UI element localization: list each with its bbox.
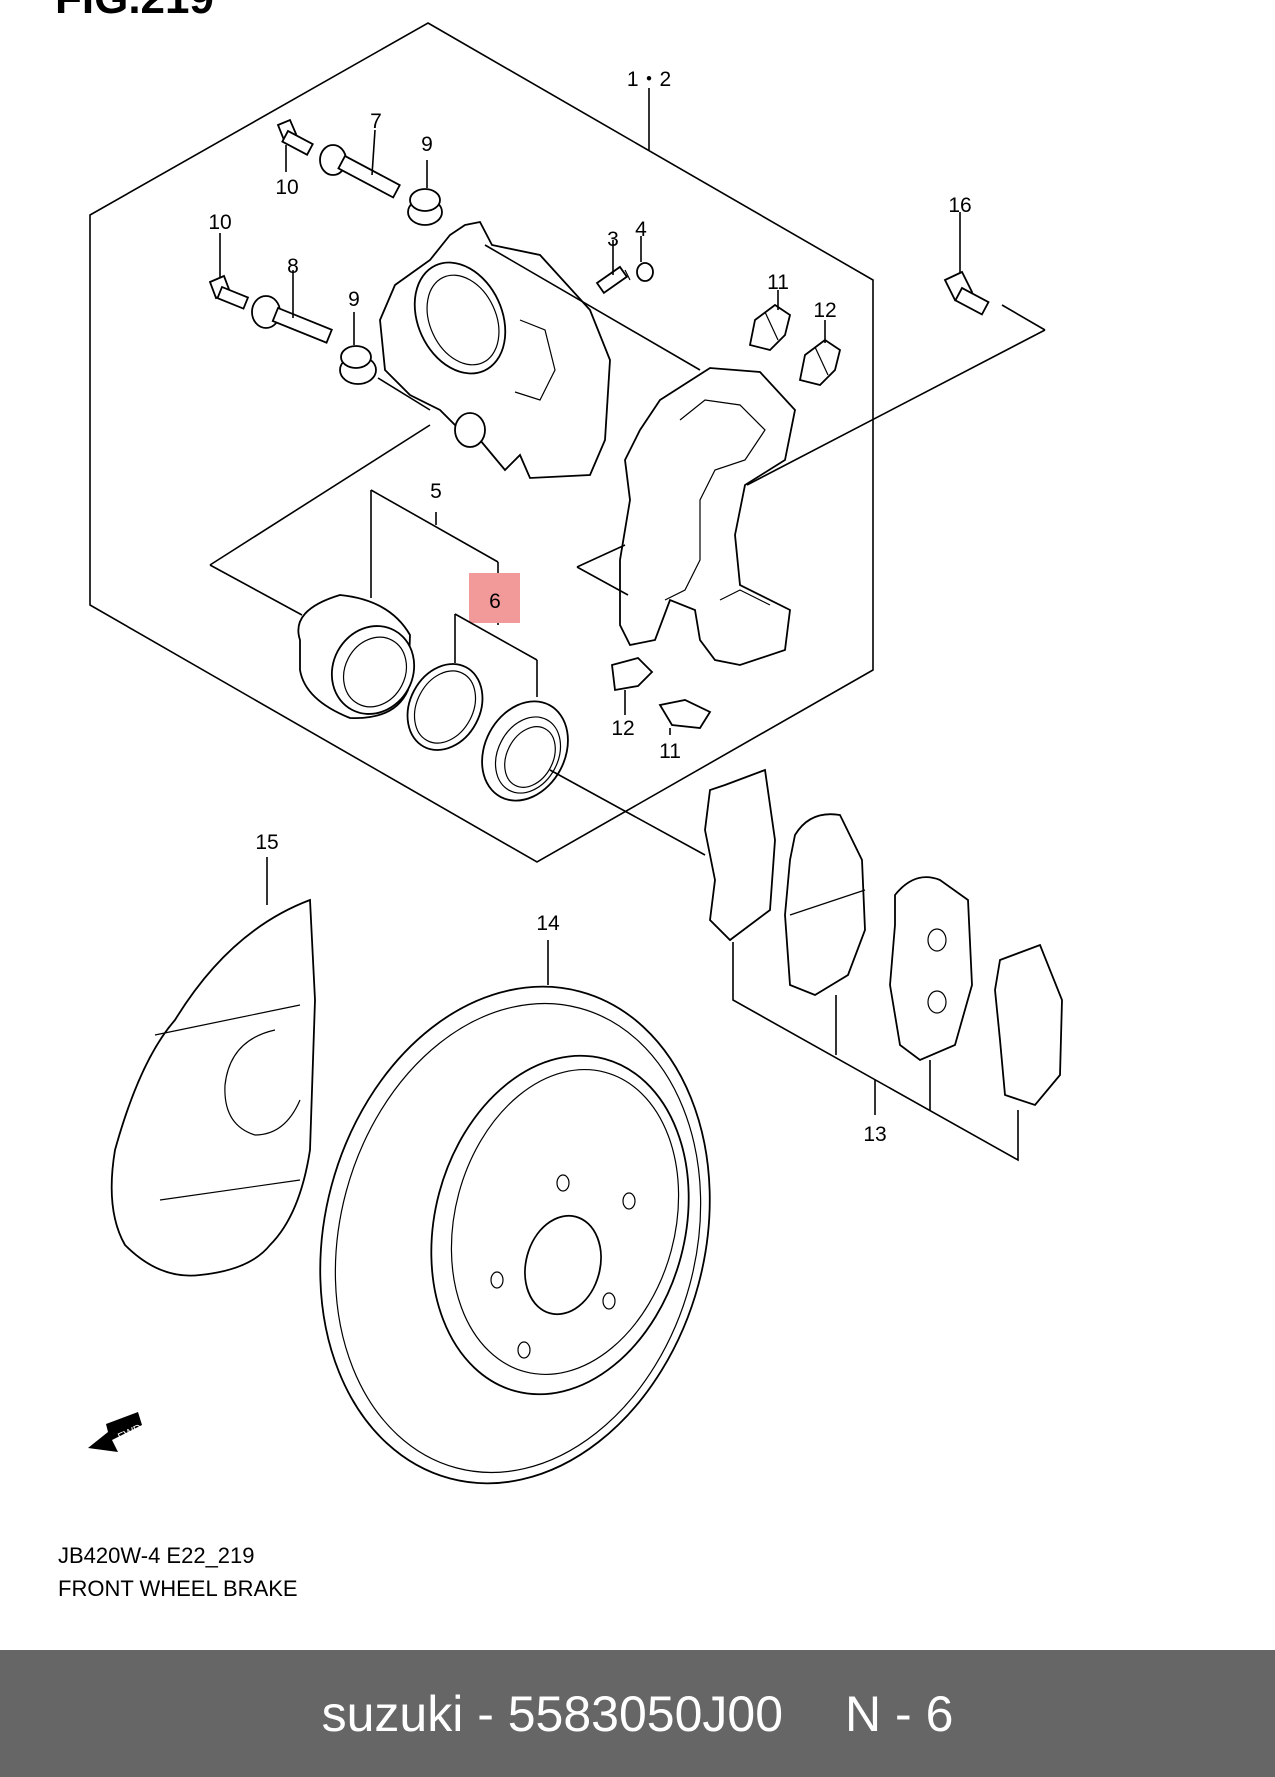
footer-bar: suzuki - 5583050J00 N - 6 [0,1650,1275,1777]
callout-8: 8 [287,255,299,278]
highlight-box-6 [469,573,520,623]
callout-16: 16 [948,194,971,217]
callout-9-lower: 9 [348,288,360,311]
callout-9-upper: 9 [421,133,433,156]
bolt-16[interactable] [943,270,990,316]
callout-11-upper: 11 [767,271,789,294]
callout-7: 7 [370,110,382,133]
pad-clip-12-upper[interactable] [798,338,842,386]
pad-shim-inner[interactable] [994,943,1063,1107]
caliper-bracket[interactable] [619,367,796,666]
callout-3: 3 [607,228,619,251]
diagram-code: JB420W-4 E22_219 [58,1543,255,1568]
footer-reference: N - 6 [845,1685,954,1742]
piston-seal-6[interactable] [393,651,497,763]
callout-5: 5 [430,480,442,503]
bleeder-screw-3[interactable] [595,265,631,295]
callout-10-upper: 10 [275,176,298,199]
bolt-7[interactable] [319,144,401,199]
callout-12-lower: 12 [611,717,634,740]
callout-14: 14 [536,912,560,935]
callout-15: 15 [255,831,278,854]
callout-1-2: 1・2 [627,68,671,91]
callout-4: 4 [635,218,647,241]
dust-shield-15[interactable] [110,898,316,1277]
callout-10-lower: 10 [208,211,231,234]
footer-part-number: suzuki - 5583050J00 [321,1685,784,1742]
exploded-parts-diagram: FWD 1・2 3 4 5 6 7 8 9 9 10 10 11 11 12 1… [88,22,1063,1527]
pad-clip-11-lower[interactable] [658,699,712,729]
assembly-boundary [89,22,874,863]
bolt-10-upper[interactable] [276,118,314,156]
piston-boot[interactable] [465,686,584,815]
pad-clip-12-lower[interactable] [611,656,654,692]
bushing-9-lower[interactable] [339,345,377,385]
callout-12-upper: 12 [813,299,836,322]
pad-clip-11-upper[interactable] [748,303,792,351]
brake-disc-14[interactable] [266,942,763,1527]
pad-shim-outer[interactable] [704,768,776,942]
piston-5[interactable] [297,594,429,729]
bushing-9-upper[interactable] [407,188,443,226]
brake-pad-outer[interactable] [784,813,866,997]
callout-13: 13 [863,1123,886,1146]
diagram-title: FRONT WHEEL BRAKE [58,1576,298,1601]
callout-6: 6 [489,590,501,613]
brake-pad-inner[interactable] [889,876,973,1062]
forward-arrow-icon: FWD [88,1412,144,1452]
bolt-8[interactable] [251,295,333,344]
figure-label: FIG.219 [55,0,214,24]
callout-11-lower: 11 [659,740,681,763]
bleeder-cap-4[interactable] [636,262,654,282]
caliper-body[interactable] [379,220,611,479]
bolt-10-lower[interactable] [208,274,250,310]
